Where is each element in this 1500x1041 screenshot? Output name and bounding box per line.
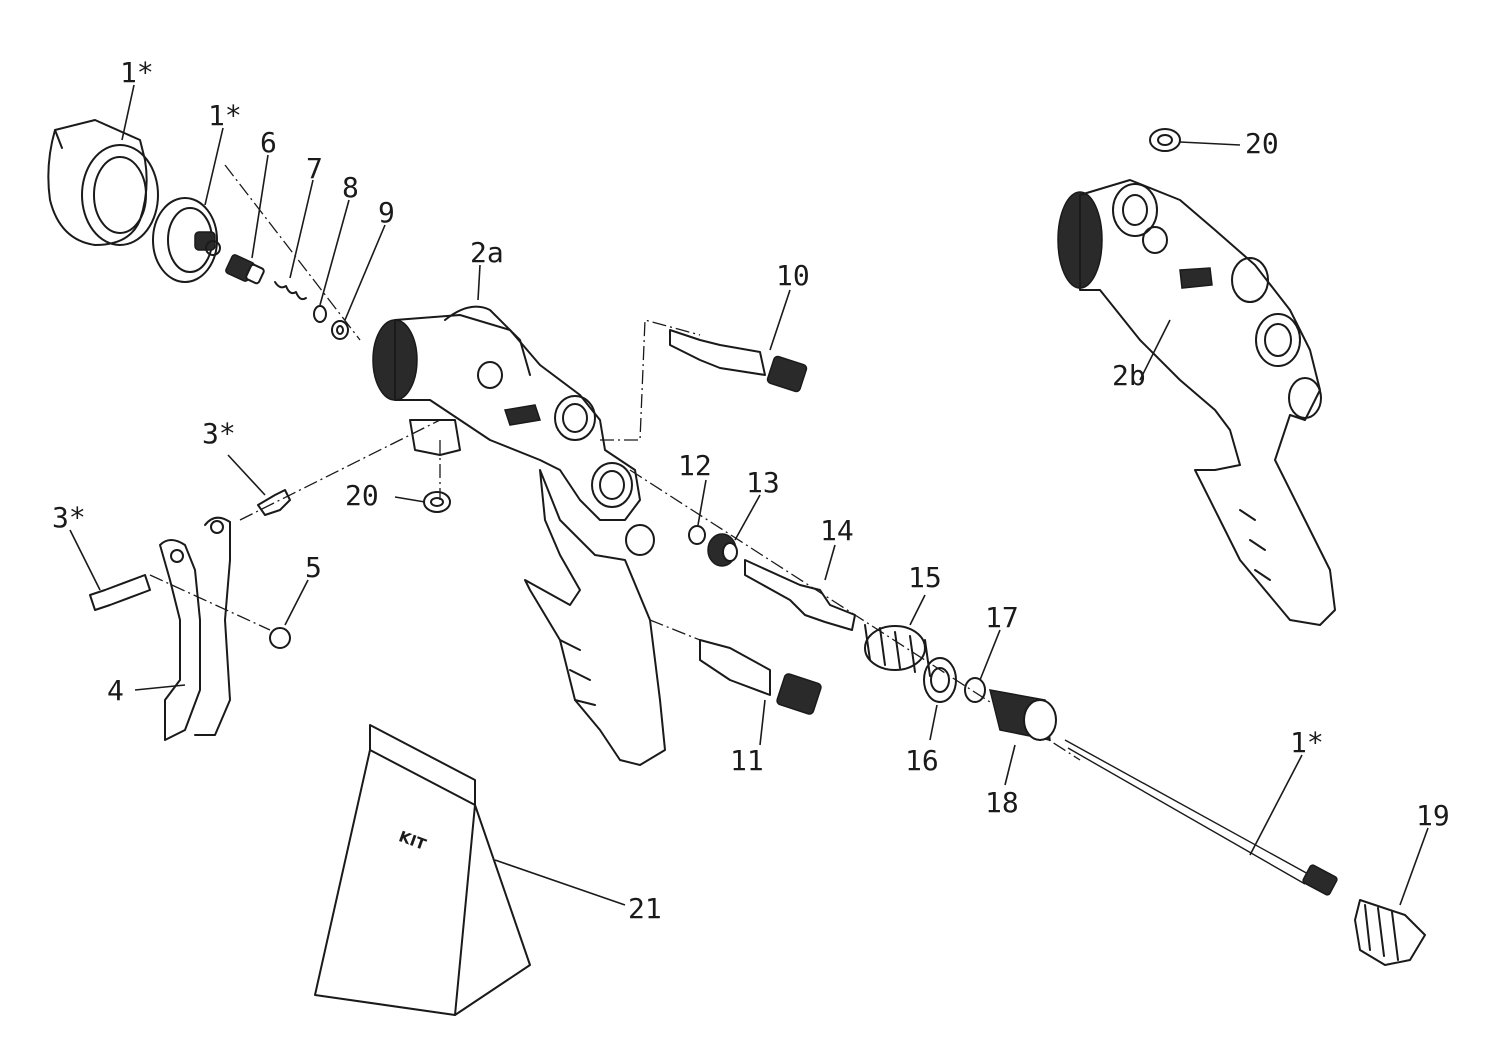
label-20-mid: 20 [345,479,379,512]
label-2b: 2b [1112,359,1146,392]
label-20-top: 20 [1245,127,1279,160]
label-6: 6 [260,126,277,159]
label-3-top: 3* [202,417,236,450]
fluid-nozzle-part [152,197,221,283]
adjusters-10-11 [669,329,822,715]
gun-body-2a [372,305,666,766]
washers-20 [423,128,1181,513]
label-12: 12 [678,449,712,482]
air-cap-part [47,119,159,246]
label-1-air-cap: 1* [120,56,154,89]
label-4: 4 [107,674,124,707]
label-9: 9 [378,196,395,229]
label-10: 10 [776,259,810,292]
label-3-left: 3* [52,501,86,534]
label-17: 17 [985,601,1019,634]
label-16: 16 [905,744,939,777]
label-19: 19 [1416,799,1450,832]
label-15: 15 [908,561,942,594]
label-13: 13 [746,466,780,499]
kit-bag: KIT [314,724,531,1016]
label-21: 21 [628,892,662,925]
label-11: 11 [730,744,764,777]
small-parts-6-9 [225,254,349,340]
label-2a: 2a [470,236,504,269]
label-1-nozzle: 1* [208,99,242,132]
label-8: 8 [342,171,359,204]
label-7: 7 [306,152,323,185]
gun-body-2b [1057,179,1336,626]
kit-bag-text: KIT [396,827,429,854]
label-5: 5 [305,551,322,584]
needle-and-knob [1064,739,1426,966]
part-labels: 1* 1* 6 7 8 9 2a 10 2b 20 3* 3* 4 5 20 1… [52,56,1450,925]
label-14: 14 [820,514,854,547]
label-1-needle: 1* [1290,726,1324,759]
needle-packing-parts [688,525,1057,741]
leader-lines [69,84,1429,906]
label-18: 18 [985,786,1019,819]
